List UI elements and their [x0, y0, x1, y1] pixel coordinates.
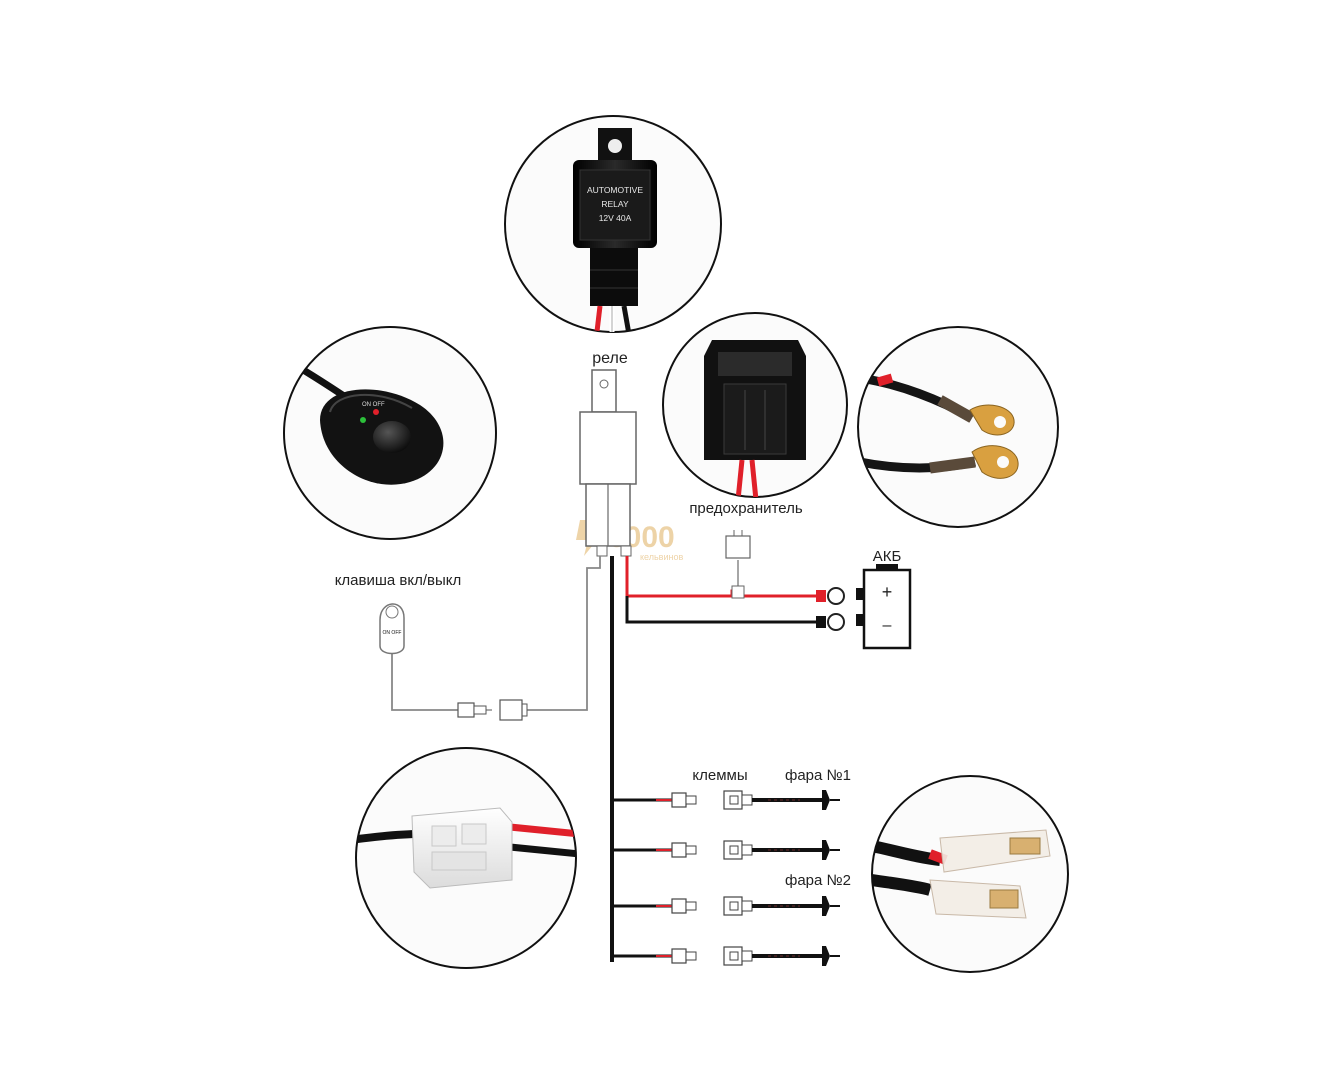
- terminal-female-collar-3: [741, 900, 753, 912]
- fuse-photo: [662, 312, 848, 498]
- connector-photo: [355, 747, 577, 969]
- terminal-male-tip-3: [685, 901, 697, 911]
- terminal-female-collar-2: [741, 844, 753, 856]
- terminal-female-slot-4: [729, 951, 739, 961]
- terminal-male-tip-1: [685, 795, 697, 805]
- terminal-female-3: [723, 896, 743, 916]
- switch-schematic-text: ON OFF: [383, 630, 402, 636]
- switch-label: клавиша вкл/выкл: [335, 572, 462, 589]
- terminal-male-1: [671, 792, 687, 808]
- terminal-male-tip-4: [685, 951, 697, 961]
- relay-photo-line2: RELAY: [601, 199, 629, 209]
- lamp-plug-1: [822, 790, 830, 810]
- lamp-terminals: [671, 790, 840, 966]
- battery-connectors: [816, 587, 845, 631]
- spade-terminals-photo: [871, 775, 1069, 973]
- lamp-plug-2: [822, 840, 830, 860]
- switch-photo-onoff: ON OFF: [362, 402, 385, 408]
- terminal-male-4: [671, 948, 687, 964]
- switch-inline-connector: [457, 699, 528, 721]
- fuse-schematic: [725, 530, 751, 599]
- headlight-1-label: фара №1: [785, 767, 851, 784]
- switch-schematic: ON OFF: [379, 603, 405, 655]
- relay-label: реле: [592, 350, 628, 367]
- relay-schematic: [579, 369, 637, 557]
- lamp-plug-3: [822, 896, 830, 916]
- relay-photo-line1: AUTOMOTIVE: [587, 185, 643, 195]
- battery-label: АКБ: [873, 548, 902, 565]
- terminal-female-slot-1: [729, 795, 739, 805]
- relay-photo: AUTOMOTIVE RELAY 12V 40A: [504, 115, 722, 333]
- terminal-male-3: [671, 898, 687, 914]
- terminals-label: клеммы: [692, 767, 747, 784]
- terminal-female-slot-3: [729, 901, 739, 911]
- fuse-label: предохранитель: [689, 500, 803, 517]
- terminal-female-2: [723, 840, 743, 860]
- switch-photo: ON OFF: [283, 326, 497, 540]
- terminal-male-tip-2: [685, 845, 697, 855]
- battery-minus-label: –: [883, 617, 892, 634]
- lamp-plug-4: [822, 946, 830, 966]
- terminal-male-2: [671, 842, 687, 858]
- terminal-female-1: [723, 790, 743, 810]
- headlight-2-label: фара №2: [785, 872, 851, 889]
- ring-terminals-photo: [857, 326, 1059, 528]
- battery-schematic: [856, 564, 912, 650]
- watermark-subtitle: кельвинов: [640, 552, 683, 562]
- relay-photo-line3: 12V 40A: [599, 213, 632, 223]
- terminal-female-collar-1: [741, 794, 753, 806]
- battery-plus-label: +: [882, 582, 893, 602]
- terminal-female-collar-4: [741, 950, 753, 962]
- terminal-female-slot-2: [729, 845, 739, 855]
- terminal-female-4: [723, 946, 743, 966]
